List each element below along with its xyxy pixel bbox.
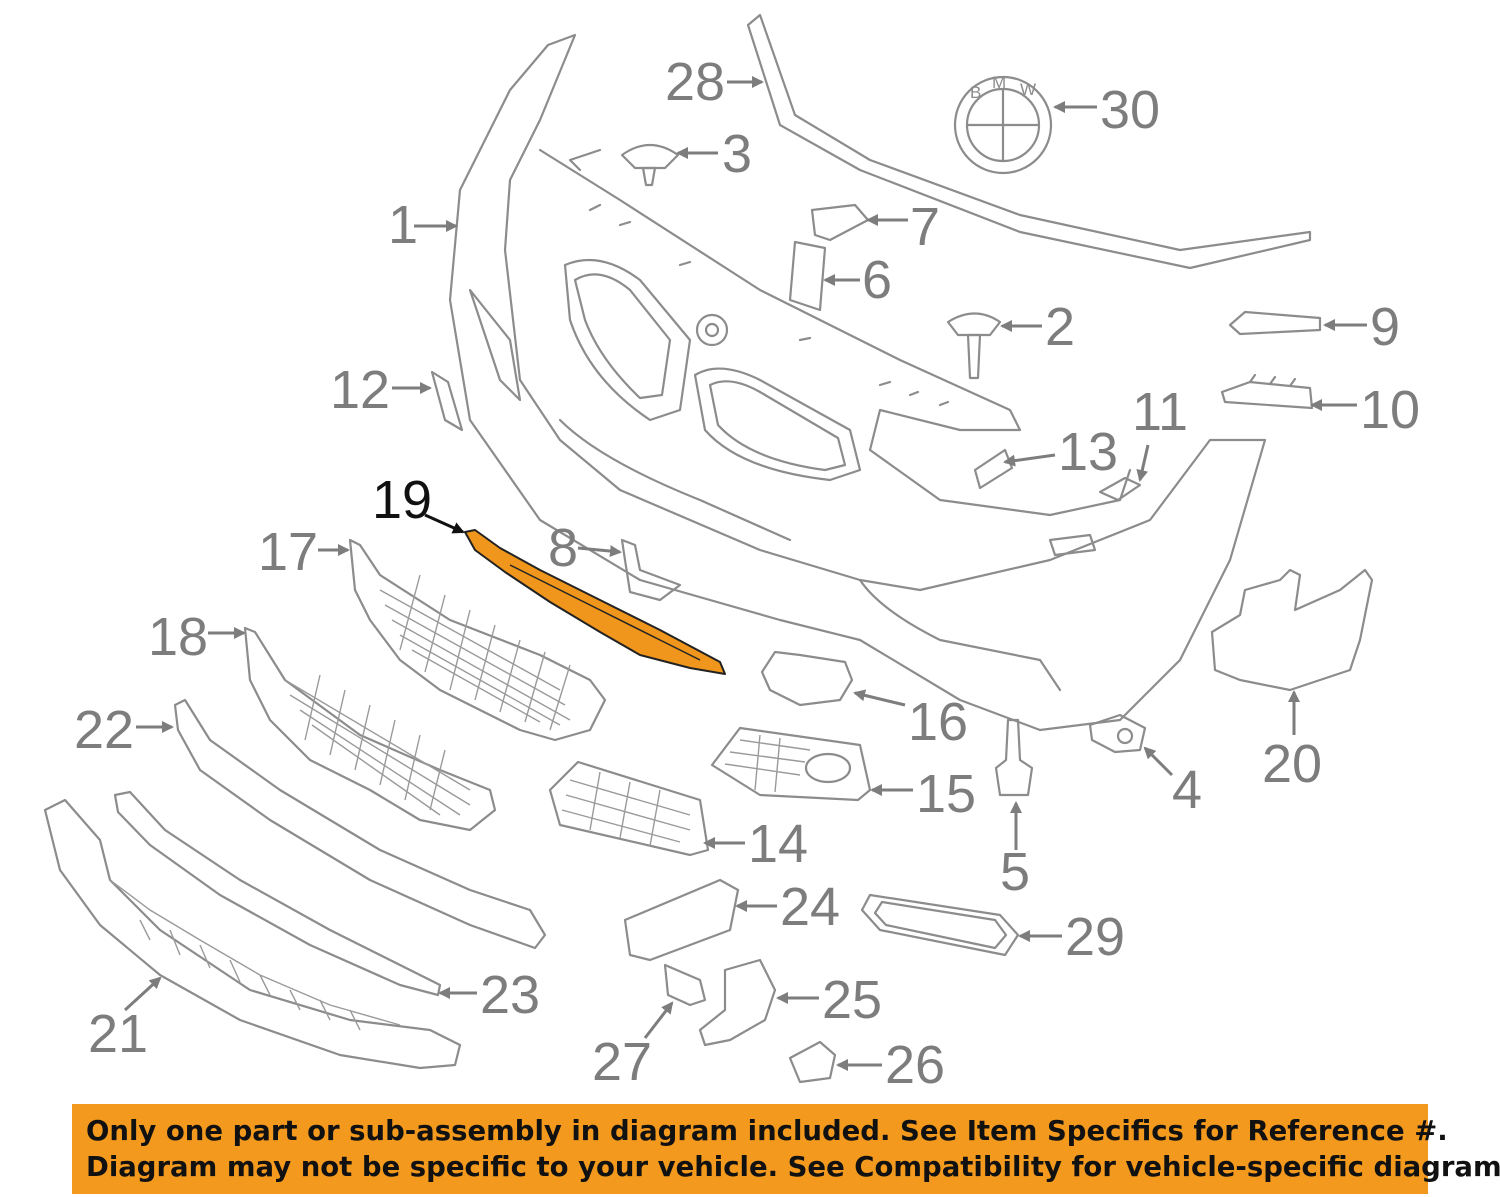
part-bracket-20 <box>1210 568 1374 692</box>
callout-16: 16 <box>908 692 968 752</box>
part-cap-12 <box>430 370 464 432</box>
part-clip-3 <box>620 144 680 187</box>
callout-13: 13 <box>1058 422 1118 482</box>
arrow-11 <box>1136 444 1150 482</box>
callout-29: 29 <box>1065 907 1125 967</box>
part-grille-17 <box>348 538 607 742</box>
part-grille-18 <box>243 626 497 832</box>
callout-23: 23 <box>480 965 540 1025</box>
arrow-19 <box>424 513 465 534</box>
part-screw-2 <box>946 312 1002 380</box>
callout-26: 26 <box>885 1035 945 1095</box>
callout-2: 2 <box>1045 297 1075 357</box>
callout-27: 27 <box>592 1032 652 1092</box>
callout-6: 6 <box>862 250 892 310</box>
part-strip-23 <box>113 790 442 997</box>
callout-24: 24 <box>780 877 840 937</box>
part-fog-grille-15 <box>710 726 872 802</box>
part-strip-22 <box>173 698 547 950</box>
callouts: 1 2 3 4 5 6 7 8 9 10 11 12 13 <box>74 52 1420 1095</box>
part-strip-9 <box>1228 310 1322 336</box>
callout-12: 12 <box>330 360 390 420</box>
callout-1: 1 <box>388 195 418 255</box>
part-strip-10 <box>1220 373 1314 410</box>
callout-10: 10 <box>1360 380 1420 440</box>
callout-21: 21 <box>88 1004 148 1064</box>
part-cap-26 <box>788 1040 837 1084</box>
part-bracket-8 <box>620 538 682 602</box>
part-hood-strip <box>746 13 1312 270</box>
callout-22: 22 <box>74 700 134 760</box>
callout-14: 14 <box>748 814 808 874</box>
arrow-21 <box>123 976 162 1012</box>
callout-5: 5 <box>1000 842 1030 902</box>
part-19-highlighted <box>464 529 726 675</box>
disclaimer-banner: Only one part or sub-assembly in diagram… <box>72 1104 1500 1194</box>
callout-7: 7 <box>910 197 940 257</box>
disclaimer-line-1: Only one part or sub-assembly in diagram… <box>86 1115 1448 1147</box>
callout-19: 19 <box>372 470 432 530</box>
part-bumper-cover <box>448 33 1267 732</box>
part-bracket-7 <box>810 203 870 242</box>
part-bracket-27 <box>663 963 707 1007</box>
callout-30: 30 <box>1100 80 1160 140</box>
callout-11: 11 <box>1132 382 1188 442</box>
emblem-letter: W <box>1020 80 1036 99</box>
part-grille-14 <box>548 760 710 857</box>
parts-diagram: B M W <box>43 13 1420 1095</box>
part-bezel-29 <box>860 893 1020 957</box>
emblem-letter: B <box>970 83 981 102</box>
emblem-letter: M <box>992 73 1006 92</box>
arrow-27 <box>643 1001 674 1039</box>
part-bracket-24 <box>623 878 740 962</box>
callout-17: 17 <box>258 522 318 582</box>
callout-8: 8 <box>548 518 578 578</box>
part-bmw-emblem: B M W <box>953 73 1053 175</box>
part-pin-5 <box>994 718 1034 797</box>
callout-3: 3 <box>722 124 752 184</box>
part-bracket-13 <box>973 448 1014 490</box>
disclaimer-line-2: Diagram may not be specific to your vehi… <box>86 1151 1500 1183</box>
arrow-4 <box>1143 746 1174 777</box>
part-cap-11 <box>1098 476 1142 502</box>
part-bracket-16 <box>760 650 854 707</box>
callout-25: 25 <box>822 970 882 1030</box>
callout-9: 9 <box>1370 297 1400 357</box>
callout-18: 18 <box>148 607 208 667</box>
callout-28: 28 <box>665 52 725 112</box>
part-bracket-25 <box>698 958 777 1047</box>
arrow-16 <box>853 689 906 707</box>
part-absorber-21 <box>43 798 462 1070</box>
part-bracket-6 <box>788 240 827 312</box>
callout-15: 15 <box>916 764 976 824</box>
arrow-13 <box>1003 453 1056 467</box>
callout-20: 20 <box>1262 734 1322 794</box>
part-clip-4 <box>1088 713 1147 754</box>
arrow-8 <box>577 545 622 558</box>
callout-4: 4 <box>1172 760 1202 820</box>
